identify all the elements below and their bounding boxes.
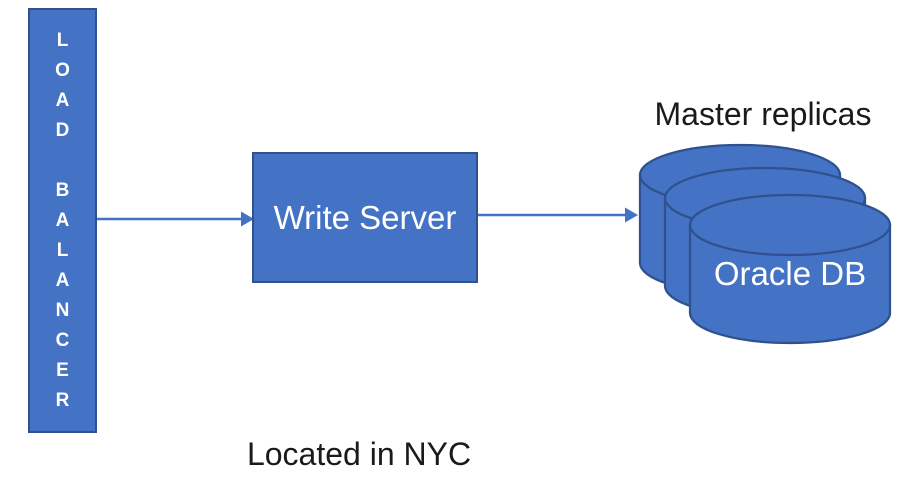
load-balancer-label: L O A D B A L A N C E R xyxy=(55,29,70,411)
database-cylinder-front xyxy=(688,193,892,345)
arrow-write-server-to-replicas xyxy=(478,207,638,223)
cylinder-top xyxy=(688,193,892,257)
arrowhead-icon xyxy=(241,211,254,227)
location-caption: Located in NYC xyxy=(246,436,472,472)
write-server-node: Write Server xyxy=(252,152,478,283)
write-server-label: Write Server xyxy=(273,198,457,236)
arrowhead-icon xyxy=(625,207,638,223)
load-balancer-node: L O A D B A L A N C E R xyxy=(28,8,97,433)
arrow-lb-to-write-server xyxy=(97,211,254,227)
cylinder-body xyxy=(688,223,892,345)
master-replicas-title: Master replicas xyxy=(654,96,872,132)
oracle-db-label: Oracle DB xyxy=(713,255,867,292)
